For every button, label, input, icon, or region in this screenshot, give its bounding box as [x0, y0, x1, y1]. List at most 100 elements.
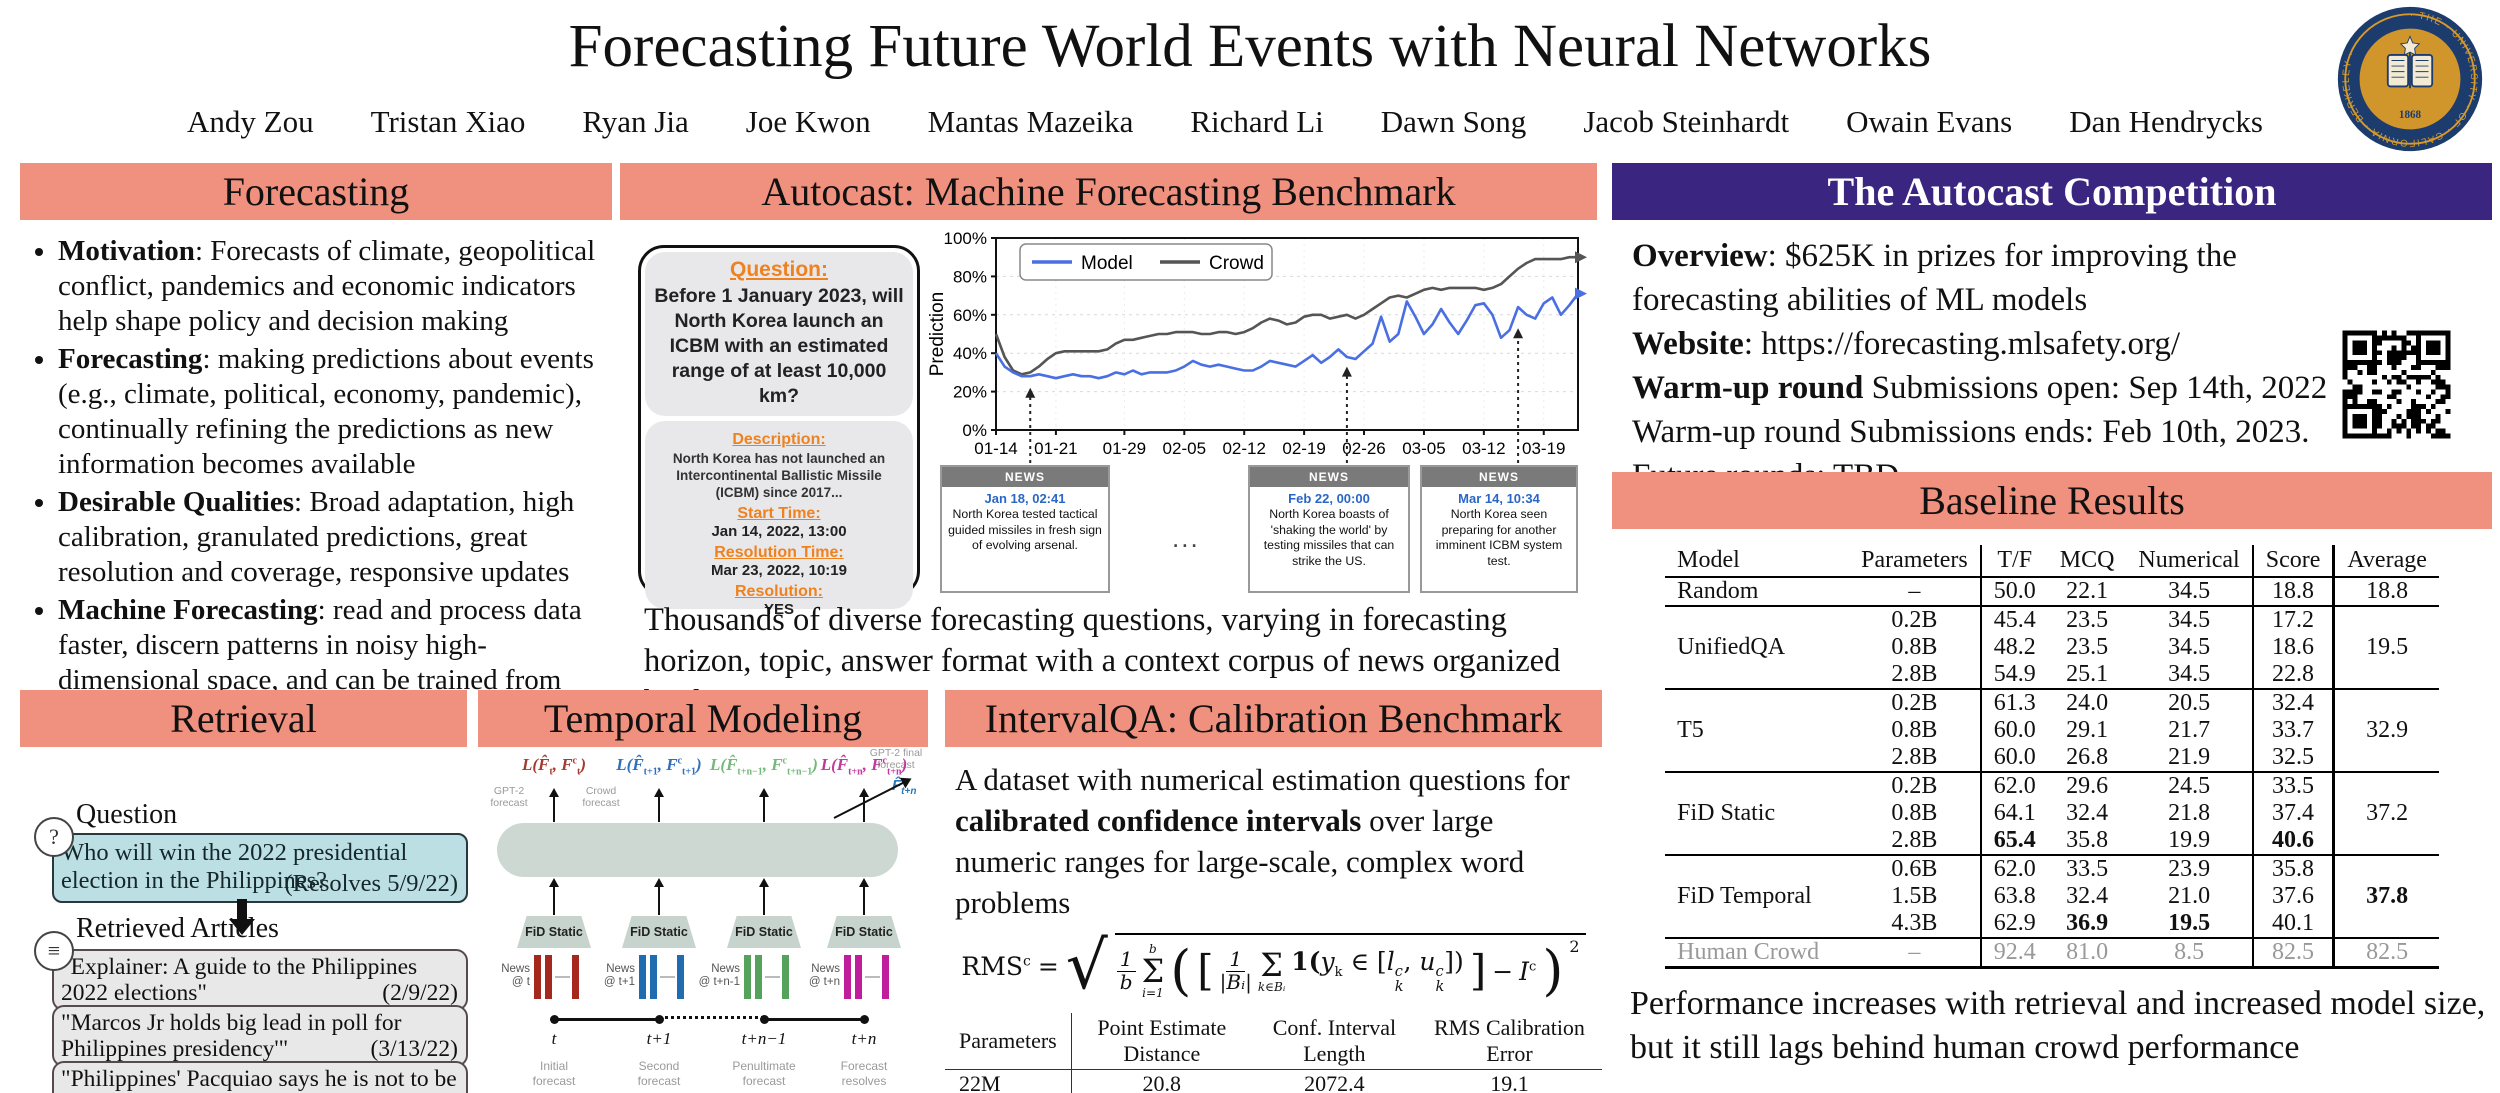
svg-text:20%: 20% — [953, 383, 987, 402]
news-card-date: Mar 14, 10:34 — [1458, 491, 1540, 506]
model-name-cell: Random — [1665, 576, 1850, 606]
value-cell: 34.5 — [2168, 661, 2211, 687]
news-card-header: NEWS — [1250, 467, 1408, 487]
column-header: MCQ — [2047, 545, 2127, 578]
value-cell: 64.1 — [1979, 800, 2048, 827]
section-header-temporal: Temporal Modeling — [478, 690, 928, 747]
value-cell: 22.1 — [2047, 576, 2127, 606]
list-icon: ≡ — [34, 931, 74, 971]
competition-line-lead: Overview — [1632, 238, 1768, 274]
value-cell: 32.4 — [2066, 883, 2109, 909]
arrow-up-icon — [758, 878, 769, 915]
bullet-lead: Desirable Qualities — [58, 486, 295, 518]
news-ellipsis: ... — [1172, 523, 1200, 553]
section-header-autocast: Autocast: Machine Forecasting Benchmark — [620, 163, 1597, 220]
arrow-up-icon — [758, 788, 769, 822]
value-cell: 18.6 — [2251, 634, 2334, 661]
arrow-up-icon — [858, 878, 869, 915]
timeline-dot — [859, 1015, 869, 1024]
value-cell: 62.0 — [1979, 854, 2048, 883]
value-cell: 2.8B — [1891, 744, 1938, 770]
forecasting-bullet: Desirable Qualities: Broad adaptation, h… — [58, 485, 612, 590]
svg-text:0%: 0% — [962, 421, 987, 440]
news-doc-bar — [744, 955, 751, 999]
section-header-forecasting: Forecasting — [20, 163, 612, 220]
loss-label: L(F̂t+n, Fct+n) — [820, 755, 908, 778]
value-cell: 37.6 — [2251, 883, 2334, 910]
news-doc-bar — [677, 955, 684, 999]
svg-text:02-05: 02-05 — [1163, 439, 1206, 458]
value-cell: 26.8 — [2066, 744, 2109, 770]
timeline-segment-dotted — [659, 1016, 764, 1022]
value-cell: 29.1 — [2066, 717, 2109, 743]
news-input-label: News@ t+n — [808, 963, 840, 988]
value-cell: 32.5 — [2251, 744, 2334, 772]
svg-text:01-21: 01-21 — [1034, 439, 1077, 458]
average-cell: 82.5 — [2332, 937, 2439, 968]
description-text: North Korea has not launched an Intercon… — [672, 451, 886, 500]
column-header: Model — [1665, 545, 1850, 578]
value-cell: 2.8B — [1891, 827, 1938, 853]
value-cell: 0.8B — [1891, 800, 1938, 826]
news-doc-bar — [572, 955, 579, 999]
qr-code — [2328, 316, 2470, 458]
news-doc-bar — [782, 955, 789, 999]
value-cell: 40.6 — [2251, 827, 2334, 855]
uc-berkeley-seal-logo: · THE · UNIVERSITY · OF · CALIFORNIA · B… — [2337, 6, 2483, 152]
value-cell: 45.4 — [1979, 605, 2048, 634]
value-cell: 50.0 — [1979, 576, 2048, 606]
column-header: Average — [2332, 545, 2439, 578]
loss-label: L(F̂t, Fct) — [521, 755, 587, 778]
section-autocast-benchmark: Autocast: Machine Forecasting Benchmark … — [620, 163, 1597, 720]
model-name-cell: T5 — [1665, 688, 1850, 772]
column-header: Parameters — [945, 1013, 1072, 1070]
gpt2-model-bar — [497, 823, 898, 877]
svg-text:40%: 40% — [953, 344, 987, 363]
value-cell: 19.5 — [2168, 910, 2211, 936]
author: Dawn Song — [1380, 104, 1527, 139]
arrow-up-icon — [653, 878, 664, 915]
value-cell: 22M — [945, 1069, 1072, 1093]
retrieved-article-box: "Explainer: A guide to the Philippines 2… — [52, 949, 468, 1011]
author: Andy Zou — [187, 104, 314, 139]
news-doc-dash — [765, 976, 780, 978]
question-mark-icon: ? — [34, 817, 74, 857]
autocast-caption: Thousands of diverse forecasting questio… — [644, 602, 1561, 720]
author: Mantas Mazeika — [927, 104, 1134, 139]
value-cell: 25.1 — [2066, 661, 2109, 687]
competition-line: Warm-up round Submissions ends: Feb 10th… — [1632, 414, 2310, 450]
desc-bold: calibrated confidence intervals — [955, 803, 1362, 838]
column-header: RMS Calibration Error — [1416, 1013, 1602, 1070]
retrieved-article-box: "Philippines' Pacquiao says he is not to… — [52, 1061, 468, 1093]
timeline-dot — [654, 1015, 664, 1024]
article-title: "Marcos Jr holds big lead in poll for Ph… — [61, 1010, 402, 1062]
news-card-header: NEWS — [942, 467, 1108, 487]
poster-title: Forecasting Future World Events with Neu… — [568, 13, 1932, 80]
bullet-lead: Motivation — [58, 235, 195, 267]
average-cell: 37.2 — [2332, 771, 2439, 855]
arrow-up-icon — [548, 788, 559, 822]
news-doc-bar — [639, 955, 646, 999]
question-label: Question: — [730, 258, 828, 281]
value-cell: 1.5B — [1891, 883, 1938, 909]
value-cell: 33.5 — [2047, 854, 2127, 883]
value-cell: 0.2B — [1849, 771, 1981, 800]
value-cell: 54.9 — [1979, 661, 2048, 689]
value-cell: 37.4 — [2251, 800, 2334, 827]
svg-text:02-26: 02-26 — [1342, 439, 1385, 458]
model-name-cell: Human Crowd — [1665, 937, 1850, 968]
svg-text:80%: 80% — [953, 267, 987, 286]
value-cell: 24.0 — [2047, 688, 2127, 717]
news-doc-bar — [882, 955, 889, 999]
section-header-baseline: Baseline Results — [1612, 472, 2492, 529]
value-cell: 65.4 — [1979, 827, 2048, 855]
